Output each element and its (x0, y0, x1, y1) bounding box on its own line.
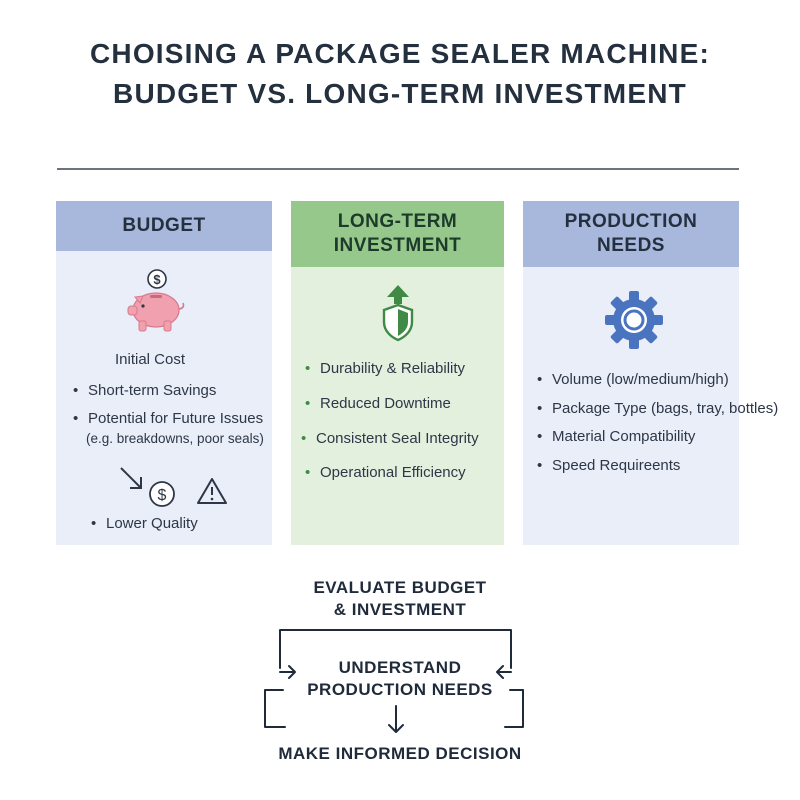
production-item-speed: Speed Requireents (537, 457, 680, 474)
investment-heading-line-1: LONG-TERM (337, 211, 458, 232)
svg-text:$: $ (153, 272, 161, 287)
flow-arrow-down (388, 705, 404, 733)
page-title: CHOISING A PACKAGE SEALER MACHINE: BUDGE… (0, 34, 800, 114)
flow-step-evaluate-line-1: EVALUATE BUDGET (313, 578, 487, 597)
budget-item-note: (e.g. breakdowns, poor seals) (86, 431, 264, 446)
flow-bracket-right (504, 689, 524, 728)
budget-initial-cost: Initial Cost (115, 351, 186, 368)
down-right-arrow-icon (120, 467, 142, 489)
flow-step-understand: UNDERSTAND PRODUCTION NEEDS (0, 657, 800, 701)
budget-item-short-term-savings: Short-term Savings (73, 382, 216, 399)
investment-item-seal-integrity: Consistent Seal Integrity (301, 430, 479, 447)
dollar-coin-icon: $ (149, 481, 175, 507)
budget-heading: BUDGET (56, 201, 272, 251)
flow-arrowhead-right (496, 665, 512, 679)
budget-item-lower-quality: Lower Quality (91, 515, 198, 532)
flow-step-evaluate: EVALUATE BUDGET & INVESTMENT (0, 577, 800, 621)
investment-item-efficiency: Operational Efficiency (305, 464, 466, 481)
production-item-package-type: Package Type (bags, tray, bottles) (537, 400, 778, 417)
production-heading: PRODUCTION NEEDS (523, 201, 739, 267)
flow-bracket-left (264, 689, 286, 728)
piggy-bank-icon: $ (127, 269, 185, 332)
production-item-material: Material Compatibility (537, 428, 695, 445)
investment-heading: LONG-TERM INVESTMENT (291, 201, 504, 267)
shield-arrow-icon (382, 285, 414, 342)
production-item-volume: Volume (low/medium/high) (537, 371, 729, 388)
title-line-1: CHOISING A PACKAGE SEALER MACHINE: (89, 38, 710, 69)
gear-icon (605, 291, 663, 349)
investment-heading-line-2: INVESTMENT (333, 235, 462, 256)
production-heading-line-1: PRODUCTION (564, 211, 698, 232)
flow-step-understand-line-1: UNDERSTAND (338, 658, 462, 677)
flow-arrowhead-left (279, 665, 296, 679)
title-line-2: BUDGET VS. LONG-TERM INVESTMENT (113, 78, 687, 109)
production-heading-line-2: NEEDS (597, 235, 665, 256)
budget-item-future-issues: Potential for Future Issues (73, 410, 263, 427)
title-divider (57, 168, 739, 170)
flow-step-decide: MAKE INFORMED DECISION (278, 744, 522, 763)
flow-step-understand-line-2: PRODUCTION NEEDS (307, 680, 493, 699)
flow-loop-top (279, 629, 512, 669)
svg-text:$: $ (158, 487, 167, 504)
flow-step-evaluate-line-2: & INVESTMENT (333, 600, 467, 619)
warning-icon (197, 478, 227, 504)
investment-item-durability: Durability & Reliability (305, 360, 465, 377)
investment-item-downtime: Reduced Downtime (305, 395, 451, 412)
